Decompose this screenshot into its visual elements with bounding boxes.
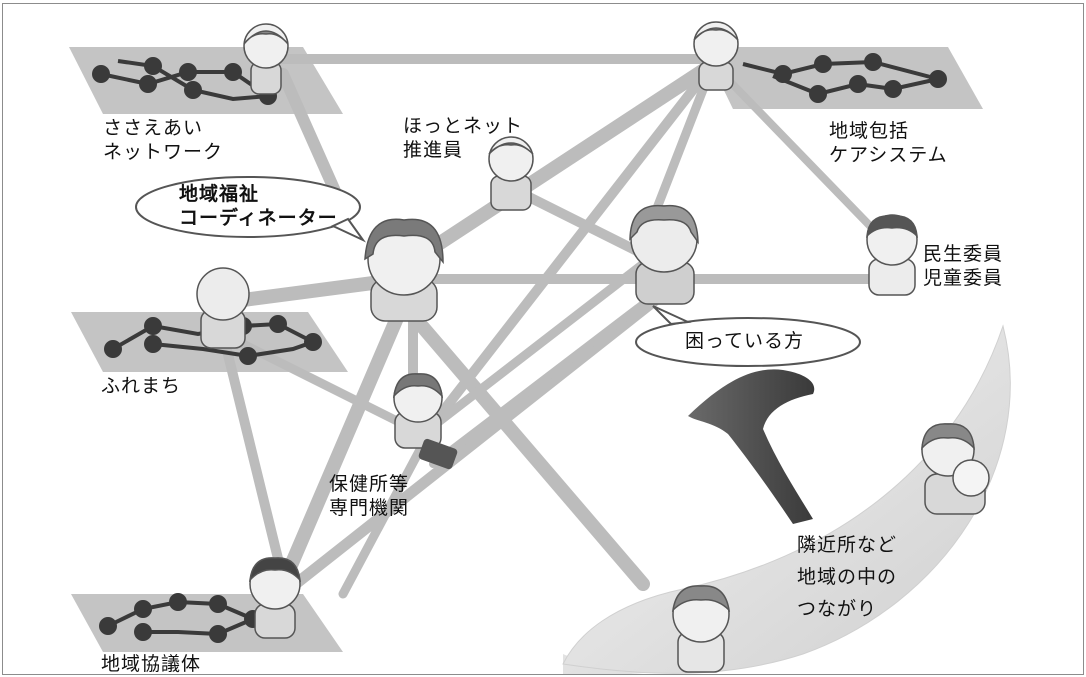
graph-sasaeai [92,57,277,105]
label-chiiki-houkatsu: 地域包括 ケアシステム [829,120,948,166]
label-minsei: 民生委員 児童委員 [923,243,1004,289]
link [401,57,720,271]
person-houkatsu [693,21,739,91]
label-komatte: 困っている方 [685,330,805,352]
person-komatte [629,204,699,305]
graph-houkatsu [742,53,947,103]
label-hokenjo: 保健所等 専門機関 [329,473,410,519]
person-mother-baby [921,423,990,515]
network-diagram [69,21,1011,674]
label-kyougitai: 地域協議体 [101,653,202,675]
person-coordinator [364,218,444,322]
link [396,297,650,591]
neighborhood-arc-fill [562,324,1011,674]
support-arrow [688,369,815,524]
link [277,288,669,600]
person-furemachi [196,267,250,349]
person-child [671,585,731,673]
bubble-coordinator [135,176,367,243]
person-hotto [488,136,534,211]
diagram-frame: ささえあい ネットワーク ほっとネット 推進員 地域包括 ケアシステム 地域福祉… [2,3,1084,675]
link [429,300,647,468]
link [218,329,288,584]
link [218,329,428,439]
link [428,59,718,429]
graph-furemachi [104,315,322,365]
person-kyougitai [248,557,302,639]
label-rinkinjo: 隣近所など 地域の中の つながり [797,534,898,620]
person-hokenjo [392,373,458,470]
link [276,297,410,591]
person-sasaeai [243,23,289,95]
link [338,439,428,599]
link [418,259,648,439]
link [709,60,877,233]
graph-kyougitai [99,593,262,643]
person-minsei [866,214,918,296]
label-furemachi: ふれまち [101,375,182,397]
bubble-komatte [635,305,861,367]
links [206,54,888,600]
label-sasaeai: ささえあい ネットワーク [103,117,224,163]
platform-houkatsu [703,47,983,109]
label-coordinator: 地域福祉 コーディネーター [179,183,338,229]
label-hotto: ほっとネット 推進員 [403,115,524,161]
